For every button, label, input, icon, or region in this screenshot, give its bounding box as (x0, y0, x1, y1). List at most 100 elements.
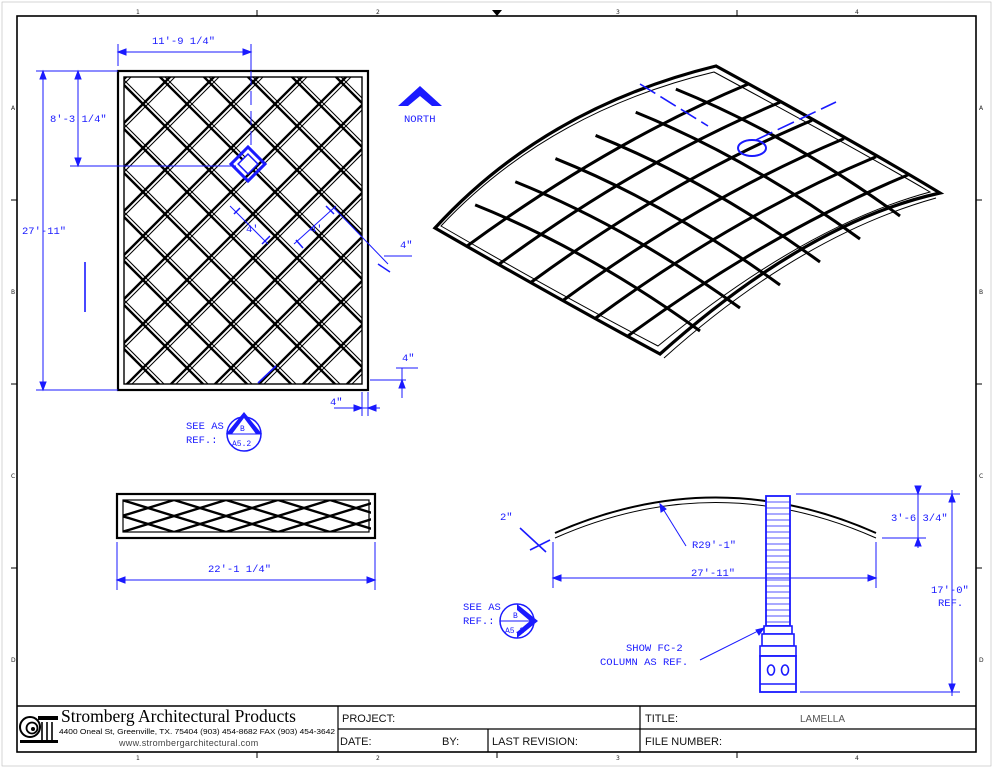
grid-row-a-right: A (979, 105, 984, 112)
lattice-member-edge (511, 71, 841, 401)
lattice-member (814, 71, 993, 401)
lattice-member (213, 235, 362, 384)
side-lattice-member (173, 500, 279, 532)
side-view (115, 492, 486, 540)
plan-outer-frame (116, 69, 370, 392)
plan-callout-letter: B (240, 425, 245, 434)
center-mark-icon (492, 10, 502, 16)
lattice-member (169, 191, 362, 384)
grid-col-2: 2 (376, 9, 380, 16)
lattice-member-edge (599, 71, 929, 401)
plan-member-side: 4" (400, 240, 413, 252)
grid-row-d-right: D (979, 657, 984, 664)
lattice-member-edge (131, 153, 362, 384)
lattice-member-edge (208, 77, 362, 231)
plan-member-edge-v: 4" (402, 353, 415, 365)
side-lattice-member (225, 500, 331, 532)
grid-col-3-bottom: 3 (616, 755, 620, 762)
perspective-view (432, 64, 945, 359)
lattice-member (257, 279, 362, 384)
plan-node-marker (228, 144, 268, 184)
project-label: PROJECT: (342, 713, 395, 725)
file-number-label: FILE NUMBER: (645, 736, 722, 748)
plan-dimensions (36, 44, 418, 416)
side-lattice-member (123, 500, 175, 517)
lattice-member-edge (731, 71, 993, 401)
plan-offset-dim: 8'-3 1/4" (50, 114, 107, 126)
elevation-radius-dim: R29'-1" (692, 540, 736, 552)
lattice-member-edge (175, 197, 362, 384)
perspective-member (675, 87, 901, 218)
elevation-callout-sheet: A5.2 (505, 627, 524, 636)
elevation-view (554, 495, 877, 693)
lattice-member (202, 77, 362, 237)
elevation-height-ref: REF. (938, 598, 963, 610)
perspective-member (498, 100, 781, 266)
side-dimensions (115, 542, 377, 590)
grid-col-3: 3 (616, 9, 620, 16)
perspective-member (554, 157, 781, 287)
perspective-member (626, 173, 909, 338)
perspective-member (466, 82, 749, 248)
company-name: Stromberg Architectural Products (61, 706, 296, 726)
perspective-node-marker (737, 139, 767, 157)
side-lattice-member (123, 500, 227, 532)
date-label: DATE: (340, 736, 372, 748)
grid-row-b-right: B (979, 289, 983, 296)
lattice-member-edge (307, 329, 362, 384)
lattice-member (345, 367, 362, 384)
perspective-member (474, 203, 701, 333)
grid-row-b: B (11, 289, 15, 296)
title-value: LAMELLA (800, 714, 845, 725)
side-lattice-member (382, 500, 486, 532)
company-address: 4400 Oneal St, Greenville, TX. 75404 (90… (59, 727, 335, 736)
lattice-member (418, 71, 748, 401)
lattice-member-edge (252, 77, 362, 187)
lattice-member-edge (219, 241, 362, 384)
grid-col-1: 1 (136, 9, 140, 16)
grid-col-2-bottom: 2 (376, 755, 380, 762)
plan-see-as: SEE AS (186, 421, 224, 433)
lattice-member (246, 77, 362, 193)
plan-height-dim: 27'-11" (22, 226, 66, 238)
plan-width-dim: 11'-9 1/4" (152, 36, 215, 48)
company-logo-icon (19, 716, 58, 743)
lattice-member-edge (511, 71, 841, 401)
plan-spacing-b: 4' (310, 224, 323, 236)
grid-col-1-bottom: 1 (136, 755, 140, 762)
elevation-thickness-dim: 2" (500, 512, 513, 524)
side-lattice-member (329, 500, 371, 514)
grid-row-c-right: C (979, 473, 983, 480)
lattice-member-edge (599, 71, 929, 401)
lattice-member (726, 71, 993, 401)
side-length-dim: 22'-1 1/4" (208, 564, 271, 576)
support-column (759, 495, 797, 693)
elevation-see-as: SEE AS (463, 602, 501, 614)
lattice-member (814, 71, 993, 401)
grid-row-d: D (11, 657, 16, 664)
grid-row-c: C (11, 473, 15, 480)
company-website: www.strombergarchitectural.com (118, 738, 259, 748)
side-lattice-member (277, 502, 371, 532)
plan-section-callout (226, 412, 262, 452)
lattice-member-edge (775, 71, 993, 401)
plan-inner-frame (123, 76, 363, 385)
perspective-member (514, 180, 741, 310)
last-revision-label: LAST REVISION: (492, 736, 578, 748)
elevation-span-dim: 27'-11" (691, 568, 735, 580)
lattice-member (594, 71, 924, 401)
lattice-member (334, 77, 362, 105)
lattice-member-edge (296, 77, 362, 143)
perspective-lattice (466, 82, 909, 338)
side-lattice-member (329, 518, 371, 532)
lattice-member-edge (423, 71, 753, 401)
lattice-member-edge (775, 71, 993, 401)
lattice-member-edge (351, 373, 362, 384)
north-arrow-icon (398, 86, 442, 106)
side-lattice-member (123, 515, 175, 532)
grid-row-a: A (11, 105, 16, 112)
lattice-member (418, 71, 748, 401)
perspective-member (595, 134, 821, 264)
lattice-member-edge (423, 71, 753, 401)
